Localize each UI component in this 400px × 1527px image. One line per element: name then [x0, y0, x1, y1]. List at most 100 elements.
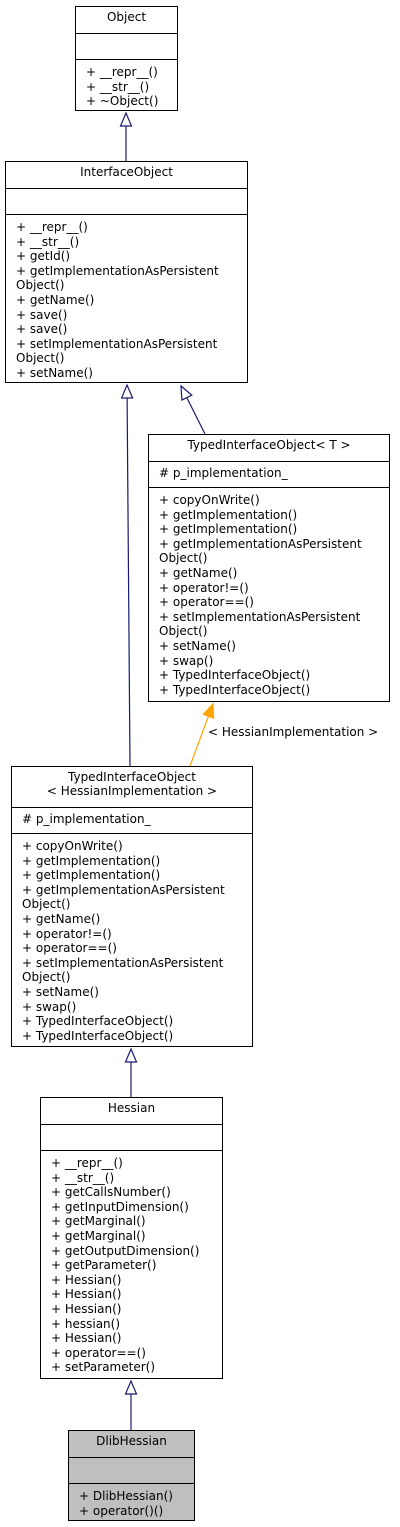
edge-hessian-to-typed-interface-object-hessian [124, 1047, 138, 1097]
edge-line [126, 397, 131, 767]
class-attributes [6, 188, 247, 214]
class-method: + getImplementationAsPersistent [22, 882, 225, 897]
class-methods: + __repr__()+ __str__()+ getId()+ getImp… [6, 214, 247, 382]
edge-dlib-hessian-to-hessian [124, 1379, 138, 1430]
class-method: + setImplementationAsPersistent [16, 336, 218, 351]
class-method: + getOutputDimension() [51, 1243, 200, 1258]
class-method: + Hessian() [51, 1301, 122, 1316]
class-method: + operator!=() [159, 580, 249, 595]
class-method: + getImplementation() [159, 522, 298, 537]
class-methods: + copyOnWrite()+ getImplementation()+ ge… [12, 833, 252, 1046]
class-method: + DlibHessian() [79, 1489, 173, 1503]
class-method: + __repr__() [86, 65, 158, 79]
class-attribute: # p_implementation_ [159, 466, 288, 480]
arrowhead-icon [124, 1047, 138, 1063]
class-method: + setName() [22, 984, 99, 999]
arrowhead-icon [119, 111, 133, 127]
class-method: + __str__() [86, 79, 150, 94]
class-method: + operator()() [79, 1503, 164, 1518]
class-method: + operator==() [22, 941, 117, 956]
edge-typed-interface-object-template-to-interface-object [180, 384, 206, 435]
class-method: + operator!=() [22, 926, 112, 941]
arrowhead-icon [120, 383, 134, 399]
class-method: + getCallsNumber() [51, 1185, 171, 1200]
class-node-typed-interface-object-template[interactable]: TypedInterfaceObject< T > # p_implementat… [148, 434, 390, 702]
class-node-typed-interface-object-hessian[interactable]: TypedInterfaceObject< HessianImplementat… [11, 766, 253, 1047]
arrowhead-icon [202, 702, 215, 719]
class-method: + swap() [159, 653, 214, 668]
class-method: + getParameter() [51, 1258, 157, 1273]
template-argument-label: < HessianImplementation > [208, 725, 379, 739]
class-method: + setParameter() [51, 1360, 156, 1375]
class-method: + getImplementation() [22, 868, 161, 883]
arrowhead-icon [124, 1379, 138, 1395]
class-method: + getName() [22, 911, 101, 926]
arrowhead-icon [180, 384, 193, 402]
class-method: + getImplementation() [159, 507, 298, 522]
class-name: TypedInterfaceObject< T > [149, 435, 389, 461]
class-method: + Hessian() [51, 1272, 122, 1287]
class-method: + hessian() [51, 1316, 121, 1331]
class-method: + getName() [16, 292, 95, 307]
class-method: + getInputDimension() [51, 1199, 189, 1214]
class-method: + getImplementationAsPersistent [159, 536, 362, 551]
edge-typed-interface-object-hessian-to-typed-interface-object-template [189, 702, 215, 767]
class-method: + __str__() [51, 1170, 115, 1185]
class-method: + operator==() [159, 595, 254, 610]
class-name-line: Object [106, 10, 147, 24]
class-method: + __str__() [16, 234, 80, 249]
class-method: + TypedInterfaceObject() [159, 682, 311, 697]
class-method: Object() [159, 624, 208, 639]
edge-line [186, 397, 206, 435]
class-node-object[interactable]: Object + __repr__()+ __str__()+ ~Object() [75, 6, 178, 111]
edge-typed-interface-object-hessian-to-interface-object [120, 383, 134, 767]
class-attribute: # p_implementation_ [22, 812, 151, 826]
class-method: + Hessian() [51, 1287, 122, 1302]
class-method: + copyOnWrite() [22, 839, 123, 853]
class-method: + operator==() [51, 1345, 146, 1360]
edge-interface-object-to-object [119, 111, 133, 161]
class-methods: + copyOnWrite()+ getImplementation()+ ge… [149, 487, 389, 701]
class-method: Object() [159, 551, 208, 566]
class-node-dlib-hessian[interactable]: DlibHessian + DlibHessian()+ operator()() [68, 1430, 195, 1521]
class-attributes: # p_implementation_ [149, 461, 389, 487]
class-method: + setImplementationAsPersistent [22, 955, 224, 970]
class-method: + TypedInterfaceObject() [22, 1014, 174, 1029]
class-name-line: TypedInterfaceObject [68, 770, 196, 784]
class-attributes [76, 33, 177, 59]
edge-line [189, 715, 210, 767]
class-method: + getImplementationAsPersistent [16, 263, 219, 278]
class-method: + getImplementation() [22, 853, 161, 868]
class-method: + setImplementationAsPersistent [159, 609, 361, 624]
class-methods: + __repr__()+ __str__()+ getCallsNumber(… [41, 1150, 222, 1378]
class-methods: + DlibHessian()+ operator()() [69, 1483, 194, 1520]
class-name: Hessian [41, 1098, 222, 1124]
class-name: TypedInterfaceObject< HessianImplementat… [12, 767, 252, 807]
class-method: + getName() [159, 565, 238, 580]
class-method: + Hessian() [51, 1331, 122, 1346]
class-method: Object() [16, 278, 65, 293]
class-node-hessian[interactable]: Hessian + __repr__()+ __str__()+ getCalls… [40, 1097, 223, 1379]
class-method: + __repr__() [51, 1156, 123, 1170]
class-method: + ~Object() [86, 94, 159, 109]
class-attributes [69, 1457, 194, 1483]
class-name: DlibHessian [69, 1431, 194, 1457]
class-name-line: DlibHessian [96, 1434, 167, 1448]
class-method: + getMarginal() [51, 1228, 146, 1243]
class-method: + save() [16, 307, 68, 322]
class-attributes: # p_implementation_ [12, 807, 252, 833]
class-attributes [41, 1124, 222, 1150]
class-node-interface-object[interactable]: InterfaceObject + __repr__()+ __str__()+ … [5, 161, 248, 383]
class-method: + save() [16, 322, 68, 337]
class-name-line: < HessianImplementation > [46, 784, 218, 798]
class-method: Object() [22, 970, 71, 985]
class-method: + getMarginal() [51, 1214, 146, 1229]
class-method: + setName() [16, 365, 93, 380]
class-method: + TypedInterfaceObject() [22, 1028, 174, 1043]
class-name: Object [76, 7, 177, 33]
class-method: + TypedInterfaceObject() [159, 668, 311, 683]
class-method: + copyOnWrite() [159, 493, 260, 507]
class-name-line: InterfaceObject [80, 165, 173, 179]
